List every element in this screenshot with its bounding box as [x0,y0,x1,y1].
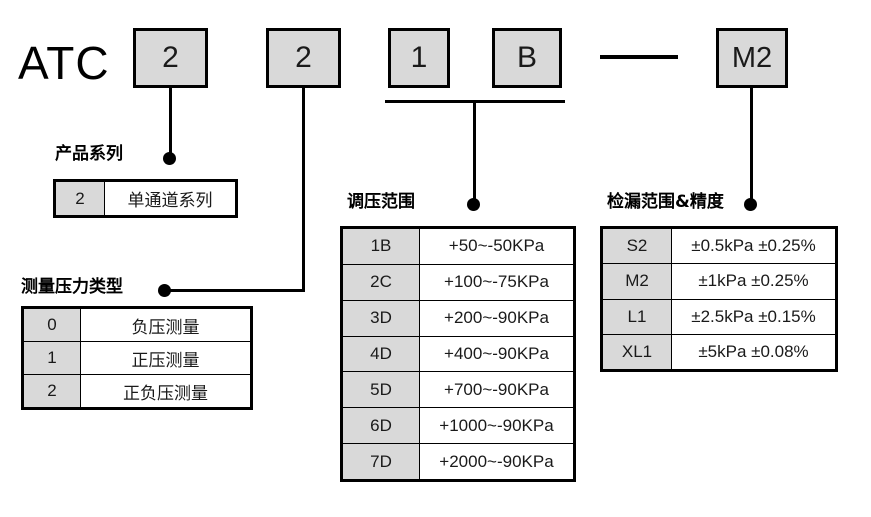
table-pressure-type: 0 负压测量 1 正压测量 2 正负压测量 [21,306,253,410]
code-box-leak-accuracy: M2 [716,28,788,88]
connector-line-product-series [169,88,172,160]
connector-line-pressure-type-horizontal [166,289,305,292]
table-row: M2 ±1kPa ±0.25% [602,263,836,300]
connector-dot-pressure-type [158,284,171,297]
cell-code: L1 [602,298,672,335]
table-leak-range: S2 ±0.5kPa ±0.25% M2 ±1kPa ±0.25% L1 ±2.… [600,226,838,372]
table-row: 1B +50~-50KPa [342,228,574,265]
cell-desc: 单通道系列 [104,181,236,216]
table-row: XL1 ±5kPa ±0.08% [602,333,836,371]
table-row: S2 ±0.5kPa ±0.25% [602,227,836,265]
code-box-pressure-type: 2 [266,28,341,88]
cell-desc: +50~-50KPa [419,228,574,265]
cell-desc: ±2.5kPa ±0.15% [671,298,836,335]
cell-code: 1B [342,228,420,265]
cell-code: 2 [55,181,105,216]
table-row: 5D +700~-90KPa [342,371,574,409]
cell-code: 6D [342,407,420,445]
cell-code: 3D [342,299,420,337]
cell-desc: ±5kPa ±0.08% [671,333,836,371]
cell-desc: +1000~-90KPa [419,407,574,445]
cell-code: 1 [23,341,81,375]
model-prefix-label: ATC [18,37,110,89]
cell-desc: +700~-90KPa [419,371,574,409]
cell-code: XL1 [602,333,672,371]
cell-code: M2 [602,263,672,300]
code-box-range-digit: 1 [388,28,450,88]
cell-desc: +400~-90KPa [419,335,574,373]
caption-leak-range: 检漏范围&精度 [607,192,724,212]
cell-desc: 正负压测量 [80,374,251,408]
table-row: 2C +100~-75KPa [342,263,574,301]
table-pressure-range: 1B +50~-50KPa 2C +100~-75KPa 3D +200~-90… [340,226,576,482]
connector-line-pressure-type-vertical [302,88,305,292]
cell-desc: ±1kPa ±0.25% [671,263,836,300]
cell-code: 0 [23,308,81,342]
cell-code: 2 [23,374,81,408]
caption-pressure-range: 调压范围 [347,192,415,212]
cell-desc: +100~-75KPa [419,263,574,301]
code-separator-dash [600,55,678,59]
connector-dot-product-series [163,152,176,165]
caption-pressure-type: 测量压力类型 [21,277,123,297]
table-product-series: 2 单通道系列 [53,179,238,218]
cell-desc: ±0.5kPa ±0.25% [671,227,836,265]
table-row: L1 ±2.5kPa ±0.15% [602,298,836,335]
table-row: 4D +400~-90KPa [342,335,574,373]
connector-line-pressure-range [473,100,476,204]
table-row: 1 正压测量 [23,341,251,375]
cell-desc: 负压测量 [80,308,251,342]
code-box-range-letter: B [492,28,562,88]
cell-code: 5D [342,371,420,409]
connector-line-leak-range [750,88,753,204]
cell-code: 4D [342,335,420,373]
cell-desc: +200~-90KPa [419,299,574,337]
connector-dot-pressure-range [467,198,480,211]
code-box-product-series: 2 [133,28,208,88]
table-row: 0 负压测量 [23,308,251,342]
connector-dot-leak-range [744,198,757,211]
table-row: 2 单通道系列 [55,181,236,216]
cell-code: 2C [342,263,420,301]
cell-code: 7D [342,443,420,480]
table-row: 7D +2000~-90KPa [342,443,574,480]
cell-desc: +2000~-90KPa [419,443,574,480]
cell-desc: 正压测量 [80,341,251,375]
caption-product-series: 产品系列 [55,144,123,164]
cell-code: S2 [602,227,672,265]
table-row: 2 正负压测量 [23,374,251,408]
table-row: 3D +200~-90KPa [342,299,574,337]
table-row: 6D +1000~-90KPa [342,407,574,445]
